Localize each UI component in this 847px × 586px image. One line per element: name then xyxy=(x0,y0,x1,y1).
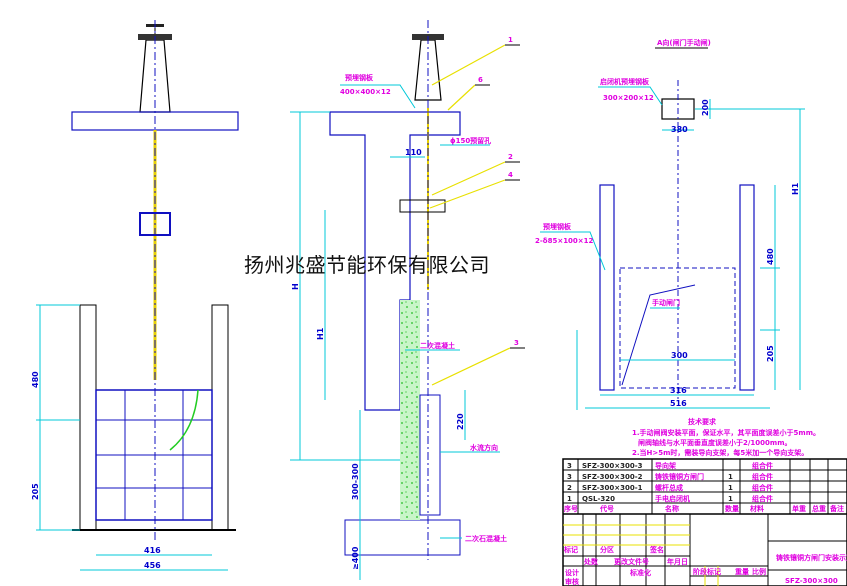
dim-516: 516 xyxy=(670,399,687,408)
designer-label: 设计 xyxy=(565,568,579,577)
dim-480: 480 xyxy=(31,371,40,388)
a-plate-label: 启闭机预埋钢板 xyxy=(600,77,650,86)
note-line: 闸阀轴线与水平面垂直度误差小于2/1000mm。 xyxy=(638,438,792,447)
section-plate-size: 400×400×12 xyxy=(340,88,391,96)
dim-380: 380 xyxy=(671,125,688,134)
weight-label: 重量 xyxy=(735,567,749,576)
dim-456: 456 xyxy=(144,561,161,570)
revision-label: 处数 xyxy=(583,557,599,566)
dim-H1: H1 xyxy=(316,327,325,340)
drawing-title: 铸铁镶铜方闸门安装示意图 xyxy=(776,553,847,562)
part-code: SFZ-300×300-3 xyxy=(582,462,643,470)
a-plate-size: 300×200×12 xyxy=(603,94,654,102)
note-line: 1.手动闸阀安装平面，保证水平，其平面度误差小于5mm。 xyxy=(632,428,820,437)
part-no: 3 xyxy=(567,473,572,481)
second-concrete-label: 二次混凝土 xyxy=(420,341,455,350)
note-line: 2.当H>5m时，需装导向支架，每5米加一个导向支架。 xyxy=(632,448,808,457)
dim-205: 205 xyxy=(31,483,40,500)
part-no: 1 xyxy=(567,495,572,503)
part-no: 3 xyxy=(567,462,572,470)
dim-110: 110 xyxy=(405,148,422,157)
drawing-number: SFZ-300×300 xyxy=(785,577,838,585)
part-name: 导向架 xyxy=(655,461,676,470)
header-cell: 序号 xyxy=(563,504,578,513)
flow-direction-label: 水流方向 xyxy=(470,443,498,452)
dim-220: 220 xyxy=(456,413,465,430)
dim-H: H xyxy=(291,283,300,290)
callout-4: 4 xyxy=(508,171,513,179)
callout-6: 6 xyxy=(478,76,483,84)
revision-label: 年月日 xyxy=(667,557,688,566)
part-qty: 1 xyxy=(728,473,733,481)
part-code: SFZ-300×300-2 xyxy=(582,473,643,481)
dim-300-300: 300-300 xyxy=(351,463,360,500)
part-code: QSL-320 xyxy=(582,495,615,503)
front-view: 480 205 416 456 xyxy=(31,20,239,571)
second-concrete-label-2: 二次石混凝土 xyxy=(465,534,507,543)
revision-label: 分区 xyxy=(600,545,614,554)
parts-table-header: 序号 代号 名称 数量 材料 单重总重备注 xyxy=(563,504,844,513)
scale-label: 比例 xyxy=(752,567,766,576)
table-row: 2 SFZ-300×300-1 螺杆总成 1 组合件 xyxy=(567,483,773,492)
part-note: 组合件 xyxy=(752,494,773,503)
std-label: 标准化 xyxy=(629,568,651,577)
dim-a-205: 205 xyxy=(766,345,775,362)
notes-title: 技术要求 xyxy=(688,417,717,426)
dim-a-H1: H1 xyxy=(791,182,800,195)
part-note: 组合件 xyxy=(752,461,773,470)
revision-label: 更改文件号 xyxy=(614,557,649,566)
dim-416: 416 xyxy=(144,546,161,555)
side-plate-label: 预埋钢板 xyxy=(543,222,572,231)
dim-400: ≥400 xyxy=(351,546,360,570)
gate-label: 手动闸门 xyxy=(652,298,680,307)
table-row: 3 SFZ-300×300-2 铸铁镶铜方闸门 1 组合件 xyxy=(567,472,773,481)
company-watermark: 扬州兆盛节能环保有限公司 xyxy=(244,253,490,277)
callout-2: 2 xyxy=(508,153,513,161)
revision-label: 签名 xyxy=(649,545,664,554)
reviewer-label: 审核 xyxy=(565,577,579,586)
a-view: A向(闸门手动闸) 启闭机预埋钢板 300×200×12 380 200 H1 … xyxy=(535,38,805,410)
header-cell: 总重 xyxy=(812,504,826,513)
header-cell: 备注 xyxy=(829,504,844,513)
dim-316: 316 xyxy=(670,386,687,395)
part-no: 2 xyxy=(567,484,572,492)
header-cell: 单重 xyxy=(792,504,806,513)
part-note: 组合件 xyxy=(752,483,773,492)
header-cell: 名称 xyxy=(665,504,679,513)
part-name: 铸铁镶铜方闸门 xyxy=(655,472,704,481)
part-qty: 1 xyxy=(728,484,733,492)
side-plate-size: 2-δ85×100×12 xyxy=(535,237,594,245)
callout-1: 1 xyxy=(508,36,513,44)
table-row: 1 QSL-320 手电启闭机 1 组合件 xyxy=(567,494,773,503)
dim-200: 200 xyxy=(701,99,710,116)
part-name: 手电启闭机 xyxy=(655,494,690,503)
header-cell: 材料 xyxy=(749,504,764,513)
header-cell: 数量 xyxy=(725,504,739,513)
stage-label: 阶段标记 xyxy=(693,567,721,576)
part-code: SFZ-300×300-1 xyxy=(582,484,643,492)
section-view: 1 6 2 4 3 预埋钢板 400×400×12 ϕ150预留孔 110 H … xyxy=(290,20,525,580)
callout-3: 3 xyxy=(514,339,519,347)
header-cell: 代号 xyxy=(599,504,614,513)
technical-notes: 技术要求 1.手动闸阀安装平面，保证水平，其平面度误差小于5mm。 闸阀轴线与水… xyxy=(632,417,820,457)
hole-label: ϕ150预留孔 xyxy=(450,136,491,145)
table-row: 3 SFZ-300×300-3 导向架 组合件 xyxy=(567,461,773,470)
dim-a-480: 480 xyxy=(766,248,775,265)
section-plate-label: 预埋钢板 xyxy=(345,73,374,82)
part-qty: 1 xyxy=(728,495,733,503)
revision-label: 标记 xyxy=(563,545,578,554)
part-name: 螺杆总成 xyxy=(655,483,683,492)
dim-a-300: 300 xyxy=(671,351,688,360)
a-view-title: A向(闸门手动闸) xyxy=(657,38,711,47)
part-note: 组合件 xyxy=(752,472,773,481)
